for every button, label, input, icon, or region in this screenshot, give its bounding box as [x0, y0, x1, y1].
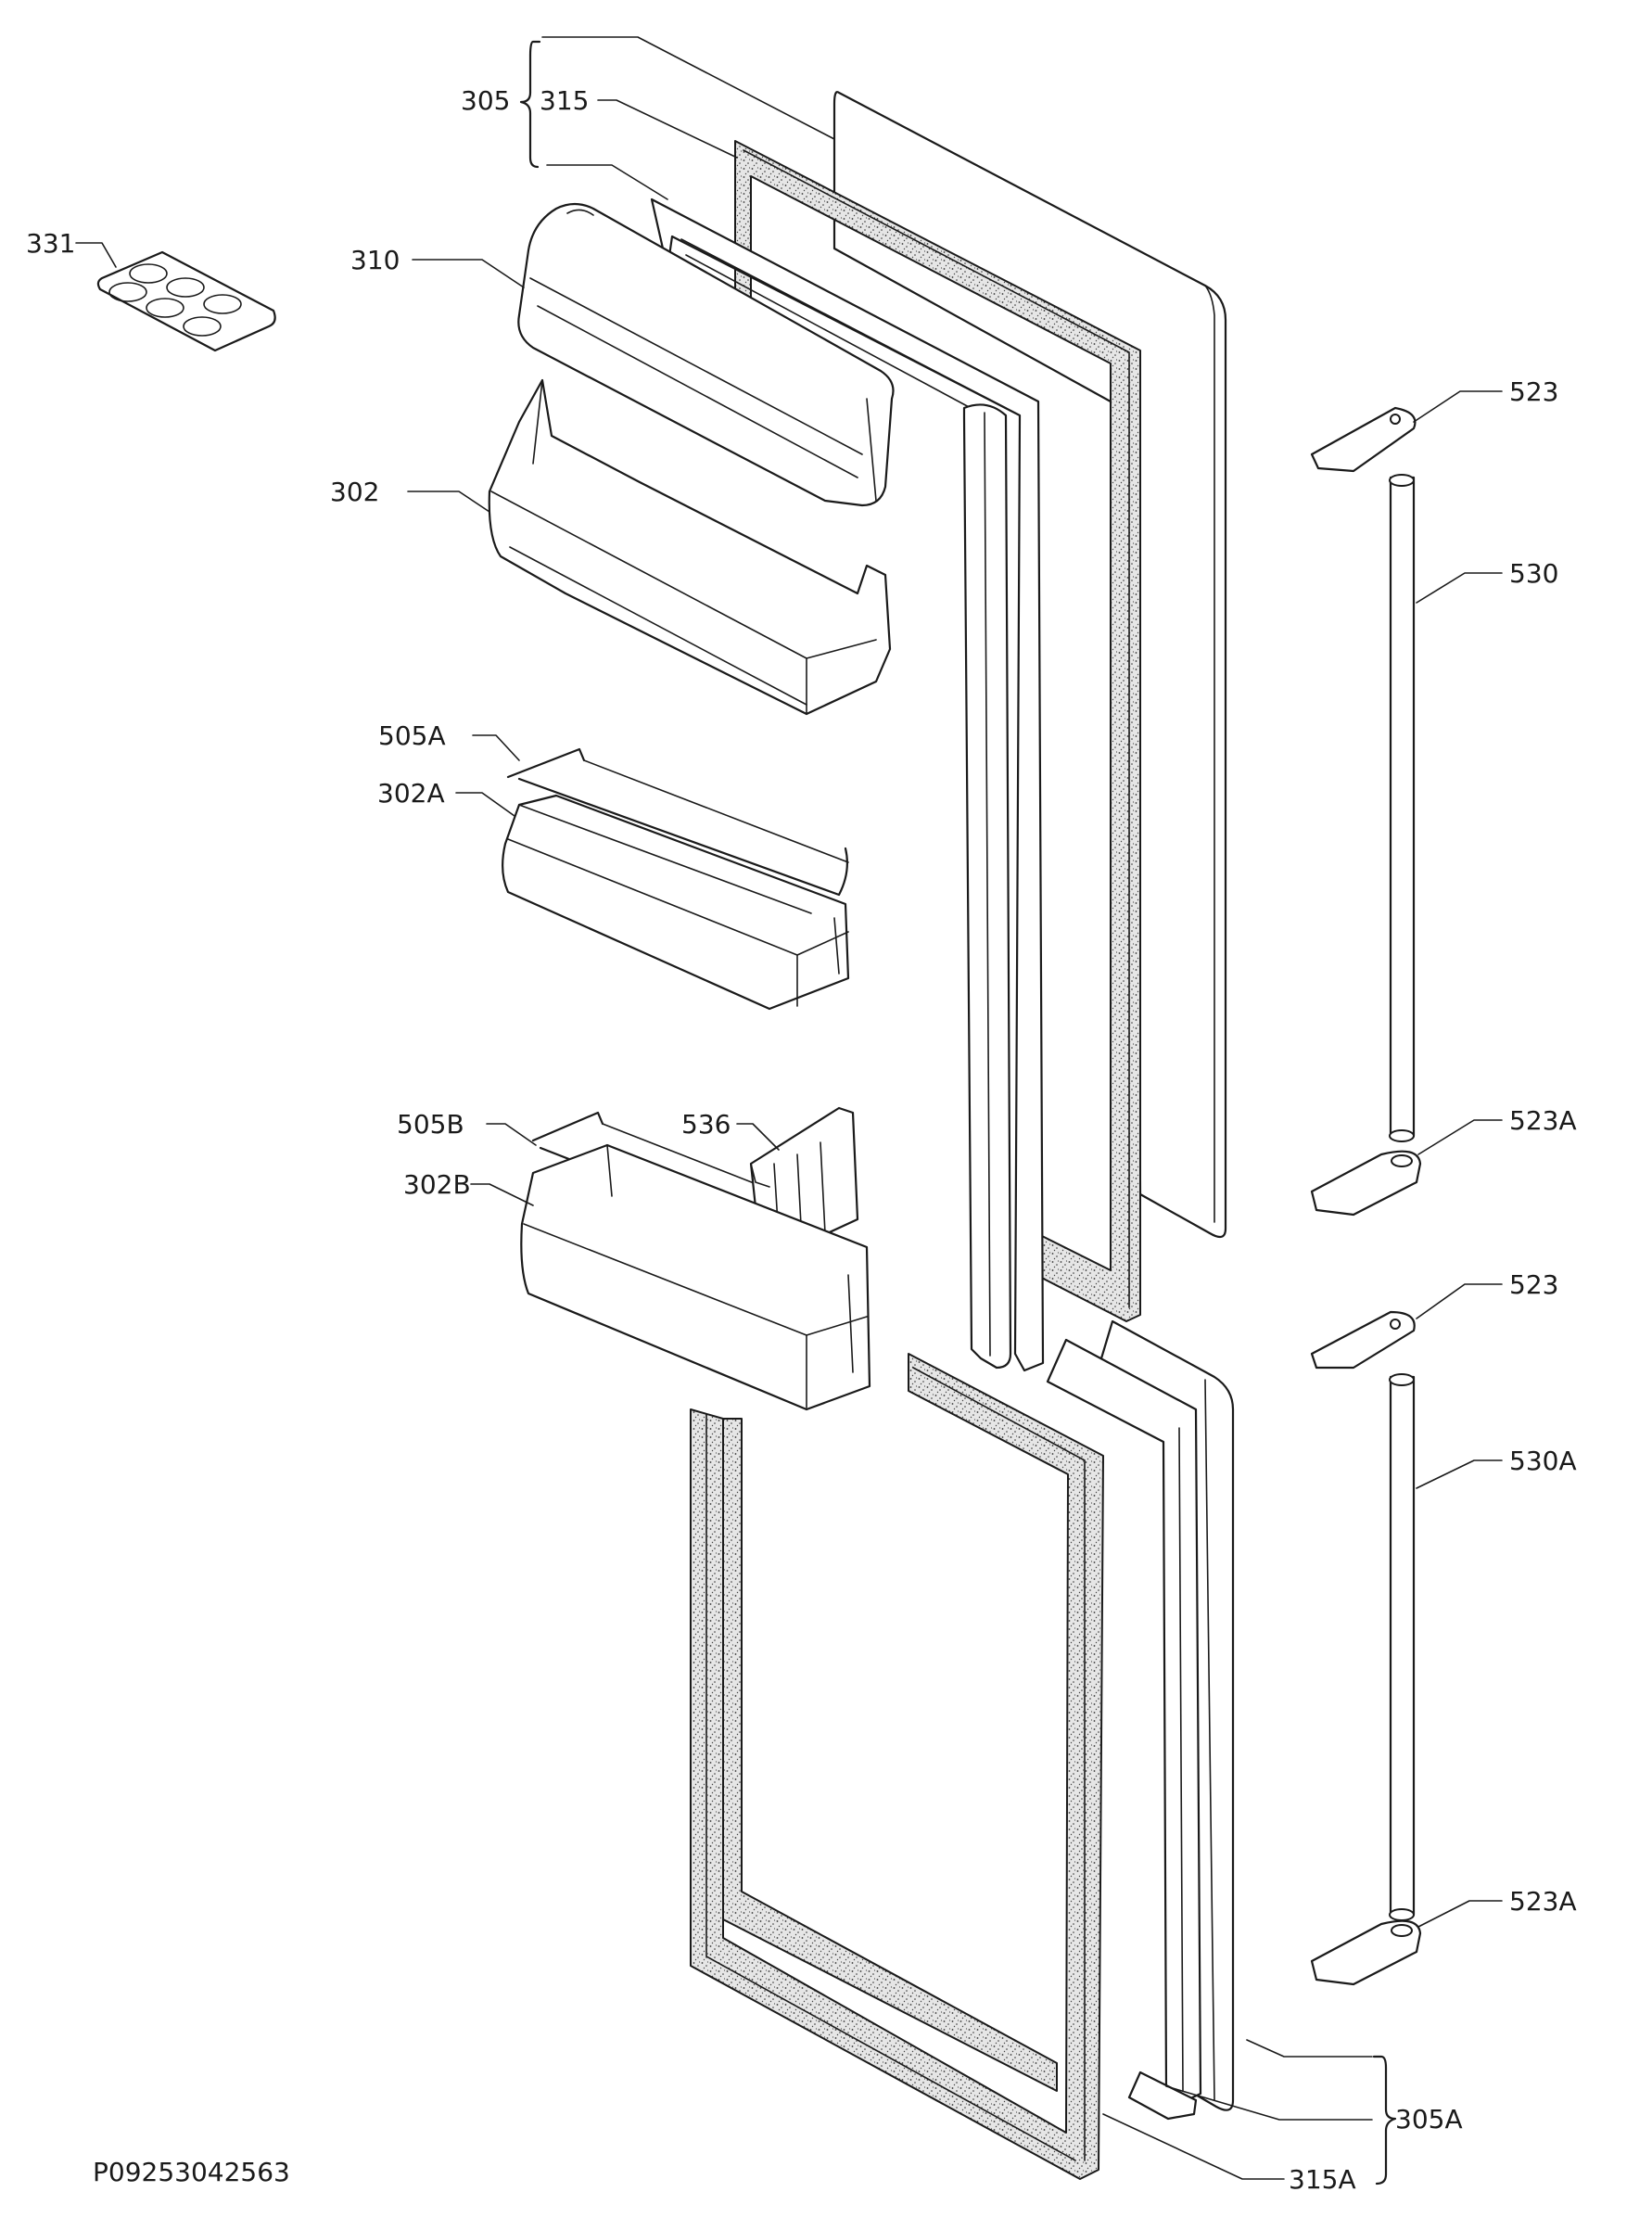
hinge-bracket-523-mid	[1310, 1310, 1416, 1370]
label-523A-lower: 523A	[1509, 1886, 1577, 1917]
hinge-bracket-523-top	[1310, 406, 1417, 473]
lower-door-liner	[1046, 1338, 1202, 2121]
label-302B: 302B	[403, 1169, 471, 1200]
door-shelf-302	[488, 378, 892, 716]
drawing-id: P09253042563	[93, 2157, 290, 2187]
label-331: 331	[26, 228, 75, 259]
callout-labels: 305 315 331 310 302 505A 302A 505B 536 3…	[26, 85, 1577, 2195]
label-530: 530	[1509, 558, 1558, 589]
hinge-bracket-523A-lower	[1310, 1919, 1422, 1986]
label-536: 536	[681, 1109, 731, 1140]
door-shelf-302A	[502, 794, 850, 1011]
hinge-bracket-523A-upper	[1310, 1150, 1422, 1217]
leader-lines	[75, 36, 1503, 2185]
label-315A: 315A	[1289, 2164, 1356, 2195]
label-523-mid: 523	[1509, 1269, 1558, 1300]
label-505A: 505A	[378, 720, 446, 751]
label-302: 302	[330, 477, 379, 507]
label-310: 310	[350, 245, 400, 275]
bottle-rail-505A	[506, 747, 849, 897]
lower-door-gasket	[690, 1353, 1104, 2180]
door-shelf-302B	[520, 1143, 871, 1411]
label-305: 305	[461, 85, 510, 116]
label-505B: 505B	[397, 1109, 464, 1140]
dairy-lid-310	[517, 202, 895, 507]
lower-inner-frame	[722, 1418, 1058, 2092]
label-523-top: 523	[1509, 376, 1558, 407]
label-305A: 305A	[1395, 2104, 1463, 2134]
label-523A-upper: 523A	[1509, 1105, 1577, 1136]
hinge-pin-530A	[1389, 1373, 1416, 1921]
label-315: 315	[540, 85, 589, 116]
label-530A: 530A	[1509, 1446, 1577, 1476]
hinge-pin-530	[1389, 474, 1416, 1142]
label-302A: 302A	[377, 778, 445, 809]
egg-tray-331	[96, 250, 276, 352]
